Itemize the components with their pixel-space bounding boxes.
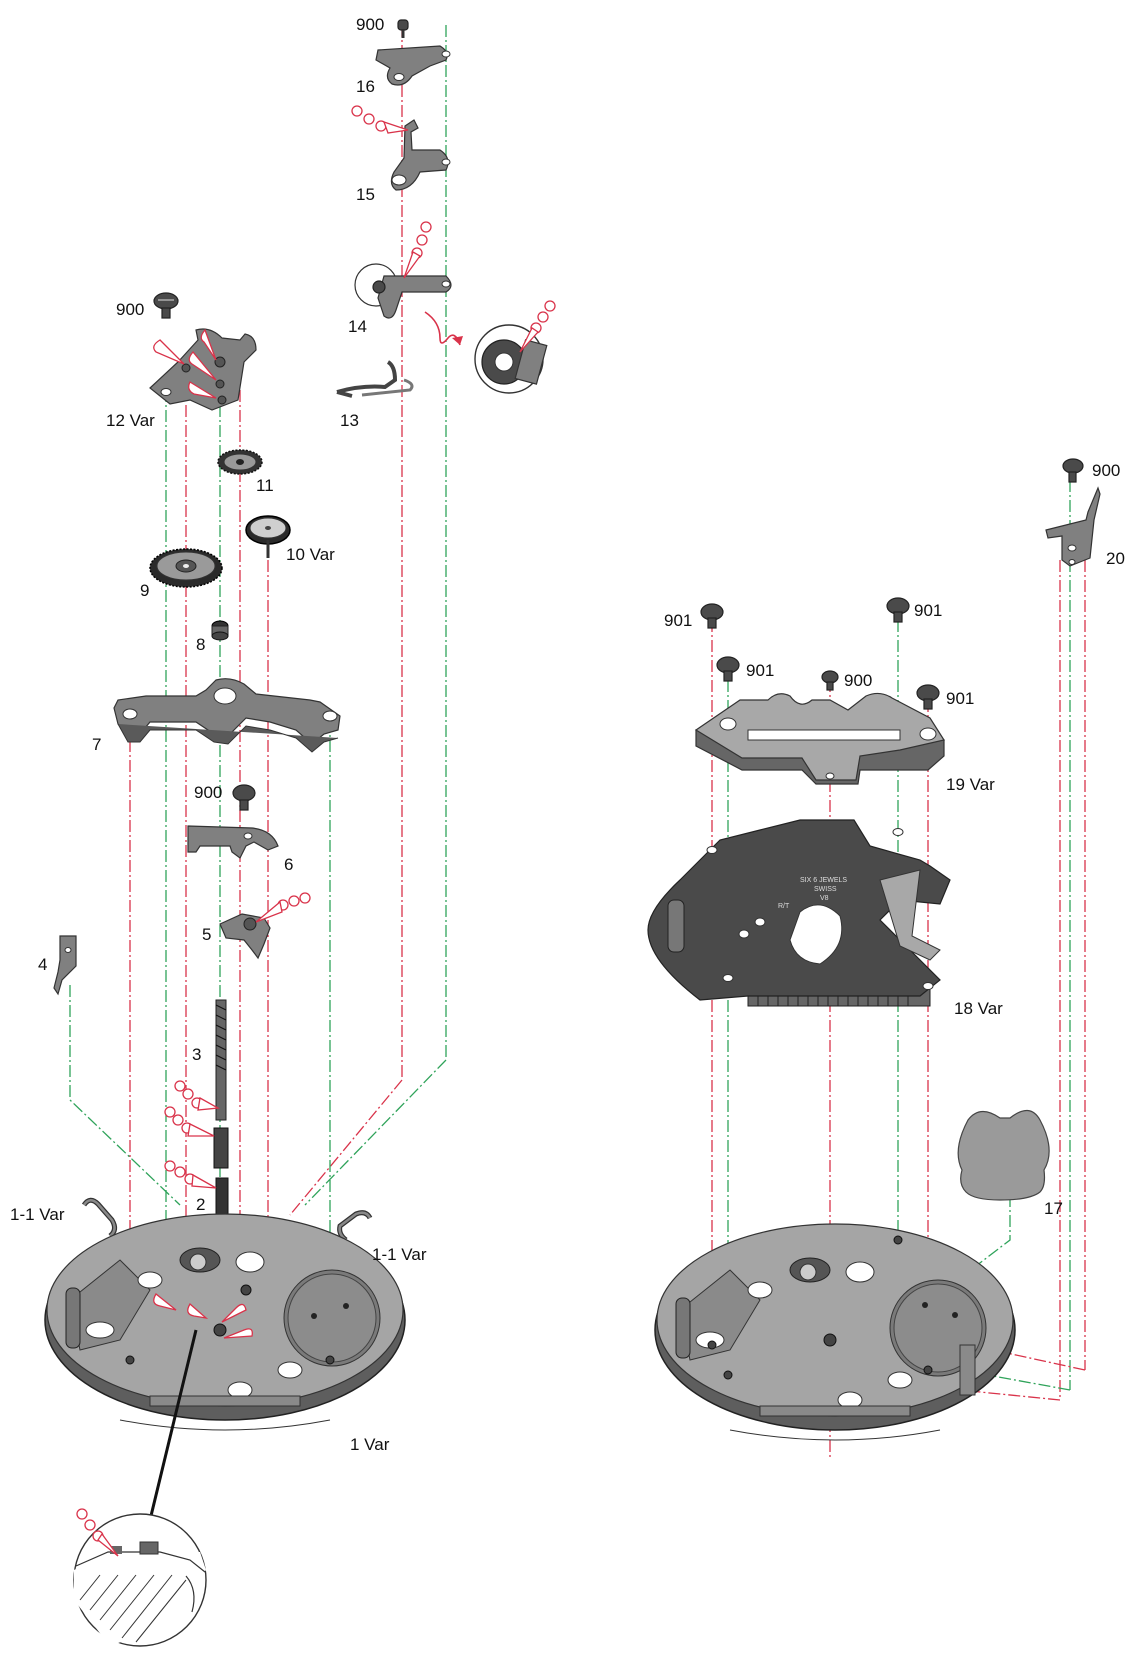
label-part-11: 11 <box>256 476 274 495</box>
label-part-9: 9 <box>140 581 149 600</box>
label-screw-900-d: 900 <box>844 671 872 690</box>
label-part-1-1-left: 1-1 Var <box>10 1205 65 1224</box>
label-part-7: 7 <box>92 735 101 754</box>
label-screw-900-top: 900 <box>356 15 384 34</box>
screw-900-part20 <box>1062 458 1084 483</box>
engraving-line-2: SWISS <box>814 886 837 893</box>
label-part-1-1-right: 1-1 Var <box>372 1245 427 1264</box>
part-10-wheel <box>245 515 291 558</box>
label-screw-901-a: 901 <box>664 611 692 630</box>
label-part-20: 20 <box>1106 549 1125 568</box>
part-14-setting-lever <box>354 263 452 319</box>
screw-900-bridge12 <box>153 292 179 319</box>
label-screw-901-b: 901 <box>914 601 942 620</box>
oil-marker-15 <box>351 105 409 134</box>
part-6-yoke <box>187 825 279 859</box>
main-plate-left <box>44 1213 406 1431</box>
engraving-line-4: R/T <box>778 903 790 910</box>
label-part-5: 5 <box>202 925 211 944</box>
label-part-18: 18 Var <box>954 999 1003 1018</box>
part-labels: 900 16 15 14 13 900 12 Var 11 10 Var 9 8… <box>10 15 1125 1454</box>
part-9-wheel <box>149 548 223 588</box>
part-11-wheel <box>217 449 263 475</box>
oil-marker-14 <box>403 221 432 279</box>
part-16-bridge <box>375 45 451 86</box>
part-1-1-clip-right <box>337 1210 373 1242</box>
label-screw-900-b: 900 <box>116 300 144 319</box>
screw-901-a <box>700 603 724 629</box>
label-screw-900-part20: 900 <box>1092 461 1120 480</box>
screw-901-c <box>716 656 740 682</box>
label-part-19: 19 Var <box>946 775 995 794</box>
label-part-3: 3 <box>192 1045 201 1064</box>
screw-901-d <box>916 684 940 710</box>
part-1-1-clip-left <box>81 1197 118 1238</box>
label-screw-901-d: 901 <box>946 689 974 708</box>
part-4-spring <box>53 935 77 996</box>
label-part-2: 2 <box>196 1195 205 1214</box>
main-plate-right <box>654 1223 1016 1441</box>
part-15-lever <box>390 119 451 191</box>
part-7-bridge <box>113 678 341 753</box>
engraving-line-1: SIX 6 JEWELS <box>800 877 847 884</box>
oil-markers-12 <box>153 328 217 399</box>
screw-901-b <box>886 597 910 623</box>
label-part-6: 6 <box>284 855 293 874</box>
part-19-bridge <box>694 692 945 785</box>
label-part-8: 8 <box>196 635 205 654</box>
part-8-pinion <box>211 620 229 641</box>
left-axis-lines <box>69 25 447 1360</box>
screw-900-d <box>821 670 839 691</box>
detail-callout-14 <box>424 300 556 394</box>
label-part-14: 14 <box>348 317 367 336</box>
screw-900-top <box>397 19 409 38</box>
part-13-spring <box>336 360 414 398</box>
part-5-lever <box>219 892 311 960</box>
section-detail-callout <box>73 1329 207 1647</box>
label-part-13: 13 <box>340 411 359 430</box>
screw-900-part6 <box>232 784 256 811</box>
label-part-17: 17 <box>1044 1199 1063 1218</box>
label-screw-901-c: 901 <box>746 661 774 680</box>
label-part-10: 10 Var <box>286 545 335 564</box>
oil-markers-stem <box>164 1080 221 1189</box>
label-part-1: 1 Var <box>350 1435 390 1454</box>
label-screw-900-c: 900 <box>194 783 222 802</box>
label-part-12: 12 Var <box>106 411 155 430</box>
label-part-16: 16 <box>356 77 375 96</box>
part-20-lever <box>1045 486 1101 567</box>
part-17-cover <box>957 1109 1050 1201</box>
oil-markers-plate <box>153 1293 253 1339</box>
engraving-line-3: V8 <box>820 895 829 902</box>
label-part-15: 15 <box>356 185 375 204</box>
label-part-4: 4 <box>38 955 47 974</box>
part-18-dial-plate: SIX 6 JEWELS SWISS V8 R/T <box>647 819 951 1007</box>
